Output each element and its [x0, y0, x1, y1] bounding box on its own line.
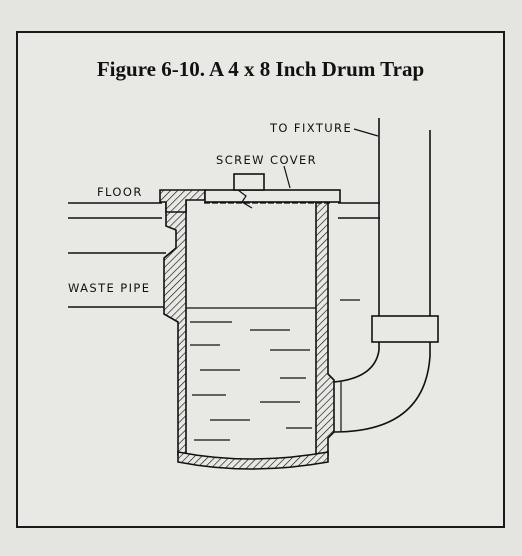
label-floor: FLOOR — [97, 185, 143, 199]
water — [186, 299, 360, 441]
leader-lines — [283, 128, 379, 189]
fixture-pipe — [333, 118, 439, 433]
floor-slab — [68, 202, 380, 219]
screw-cover — [204, 173, 341, 209]
label-to-fixture: TO FIXTURE — [269, 121, 352, 135]
drum-bottom — [177, 451, 329, 470]
figure-frame: Figure 6-10. A 4 x 8 Inch Drum Trap — [16, 31, 505, 528]
drum-collar — [159, 189, 206, 213]
drum-left-wall — [163, 196, 187, 456]
label-waste-pipe: WASTE PIPE — [68, 281, 150, 295]
waste-pipe — [68, 252, 166, 308]
figure-title: Figure 6-10. A 4 x 8 Inch Drum Trap — [96, 57, 425, 81]
drum-right-wall — [315, 199, 335, 456]
label-screw-cover: SCREW COVER — [216, 153, 317, 167]
